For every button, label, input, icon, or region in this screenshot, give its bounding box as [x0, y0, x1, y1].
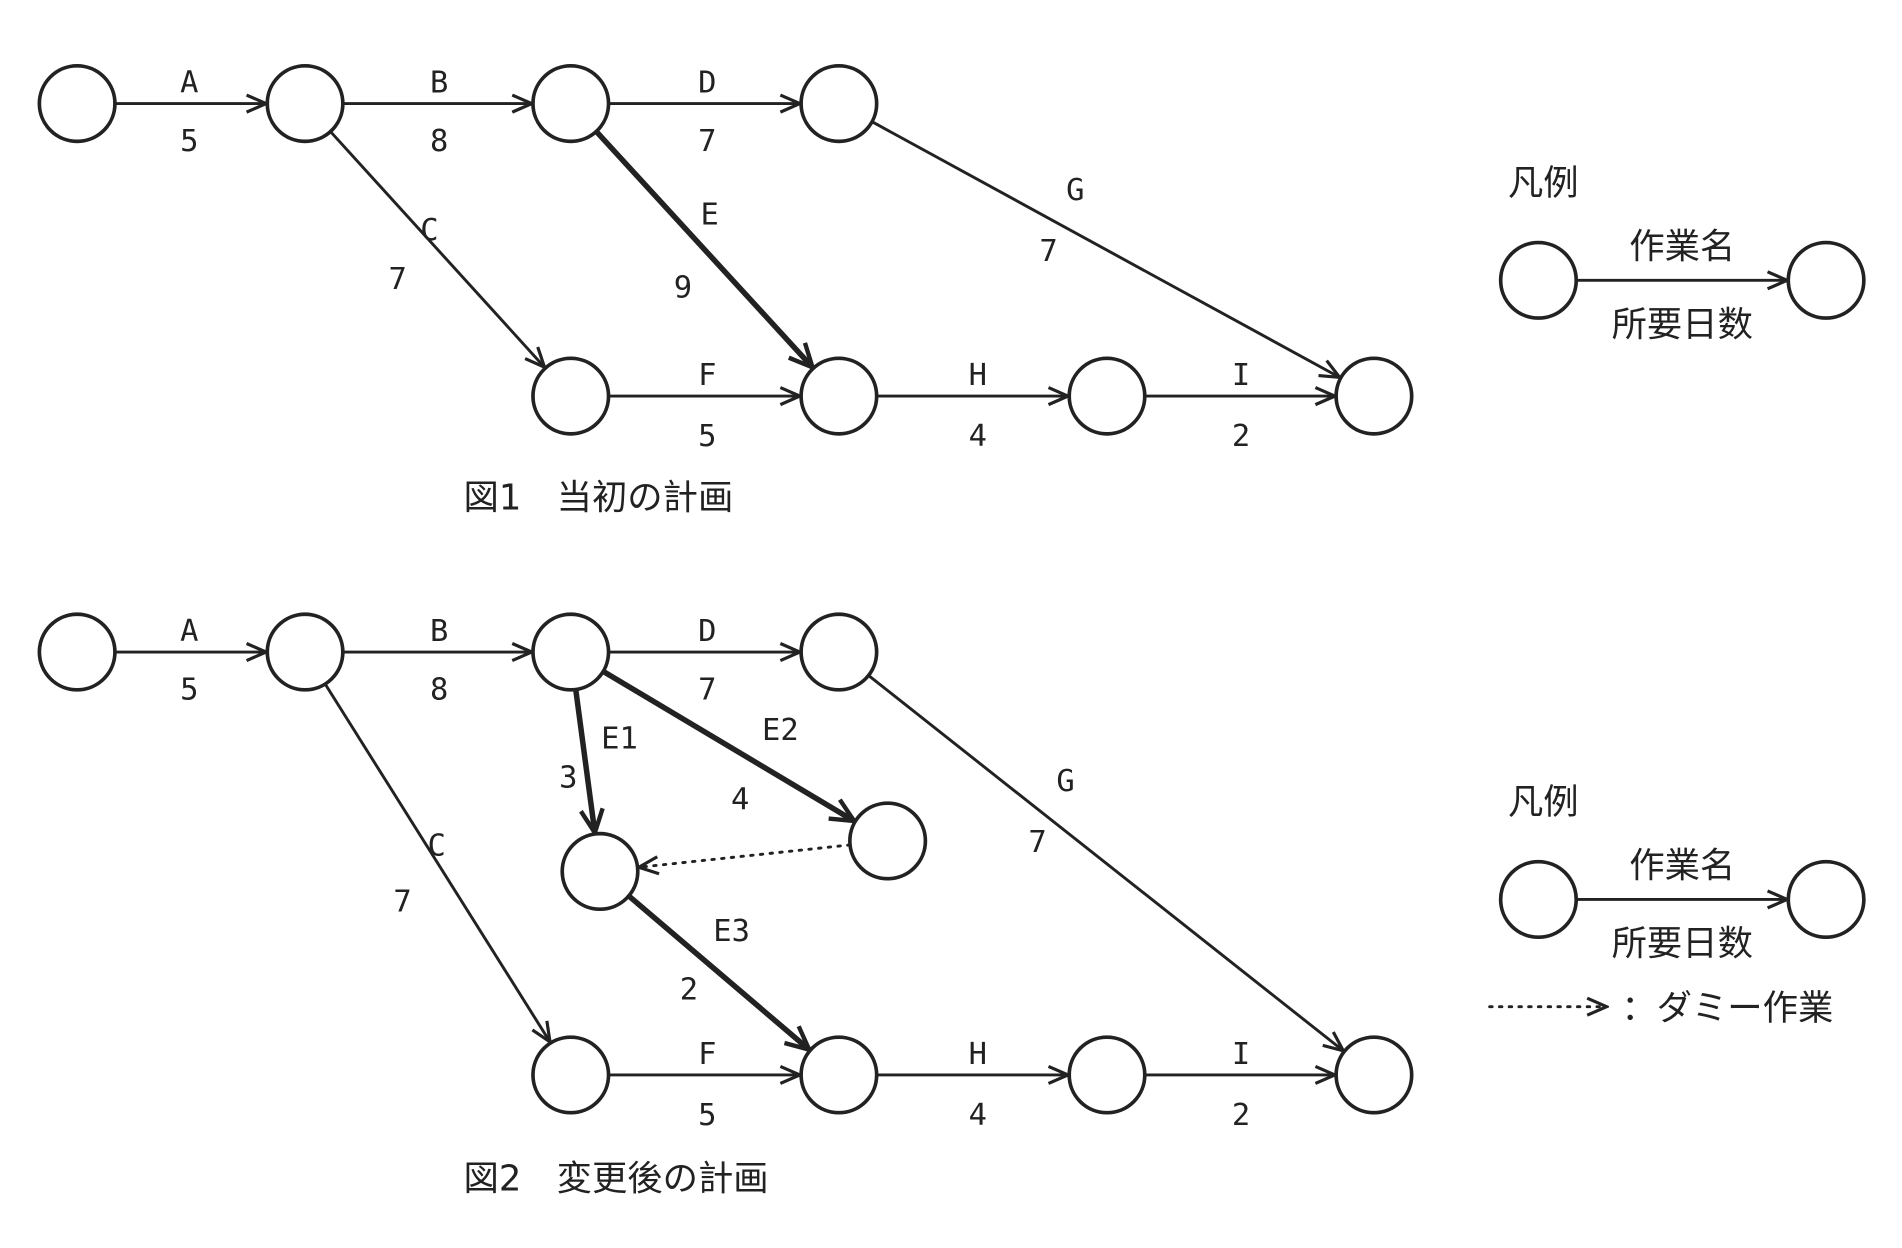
event-node — [531, 1035, 611, 1115]
legend-task-name: 作業名 — [1629, 226, 1735, 267]
activity-name-label: H — [969, 1037, 987, 1072]
activity-duration-label: 2 — [1232, 419, 1250, 454]
activity-name-label: C — [420, 213, 438, 248]
event-node — [560, 831, 640, 912]
activity-arrow-c — [329, 130, 544, 368]
legend-title: 凡例 — [1508, 782, 1579, 823]
activity-name-label: E1 — [601, 721, 638, 756]
event-node — [799, 356, 879, 436]
activity-name-label: D — [698, 614, 716, 649]
legend-node — [1786, 240, 1866, 320]
activity-duration-label: 4 — [731, 782, 749, 817]
activity-arrow-e — [594, 129, 812, 367]
activity-duration-label: 7 — [1039, 234, 1057, 269]
activity-name-label: A — [180, 66, 198, 101]
activity-name-label: I — [1232, 358, 1250, 393]
activity-arrow-e2 — [601, 669, 854, 821]
activity-arrow-g — [867, 674, 1344, 1050]
activity-duration-label: 8 — [430, 124, 448, 159]
activity-duration-label: 7 — [698, 124, 716, 159]
legend-dummy-label: ：ダミー作業 — [1621, 988, 1833, 1029]
activity-name-label: G — [1056, 764, 1074, 799]
activity-name-label: H — [969, 358, 987, 393]
activity-duration-label: 7 — [1028, 825, 1046, 860]
activity-duration-label: 5 — [180, 673, 198, 708]
activity-name-label: G — [1066, 173, 1084, 208]
event-node — [531, 63, 611, 144]
event-node — [1067, 1035, 1147, 1115]
activity-duration-label: 7 — [393, 885, 411, 920]
activity-duration-label: 4 — [969, 1098, 987, 1133]
activity-name-label: E2 — [762, 713, 799, 748]
event-node — [1334, 356, 1414, 436]
legend-title: 凡例 — [1508, 163, 1579, 204]
activity-duration-label: 2 — [1232, 1098, 1250, 1133]
figure-1-caption: 図1 当初の計画 — [464, 477, 734, 518]
activity-name-label: F — [698, 1037, 716, 1072]
activity-name-label: A — [180, 614, 198, 649]
legend-node — [1786, 859, 1866, 940]
event-node — [265, 63, 345, 144]
activity-name-label: E — [701, 197, 719, 232]
event-node — [1334, 1035, 1414, 1115]
event-node — [799, 63, 879, 144]
event-node — [1067, 356, 1147, 436]
figure-2-caption: 図2 変更後の計画 — [464, 1159, 769, 1200]
legend-duration: 所要日数 — [1612, 304, 1753, 345]
legend-task-name: 作業名 — [1629, 846, 1735, 887]
event-node — [37, 612, 117, 692]
activity-name-label: B — [430, 614, 448, 649]
activity-duration-label: 5 — [698, 419, 716, 454]
event-node — [799, 612, 879, 692]
activity-name-label: I — [1232, 1037, 1250, 1072]
activity-name-label: E3 — [713, 914, 750, 949]
legend-node — [1498, 859, 1579, 940]
activity-arrow-e1 — [573, 689, 595, 832]
activity-duration-label: 5 — [698, 1098, 716, 1133]
activity-duration-label: 3 — [559, 760, 577, 795]
event-node — [799, 1035, 879, 1115]
activity-name-label: F — [698, 358, 716, 393]
activity-arrow-g — [871, 120, 1340, 378]
event-node — [531, 612, 611, 692]
activity-duration-label: 2 — [680, 972, 698, 1007]
activity-duration-label: 4 — [969, 419, 987, 454]
event-node — [848, 801, 928, 881]
activity-duration-label: 7 — [389, 262, 407, 297]
dummy-activity-arrow — [639, 843, 852, 867]
activity-arrow-c — [323, 683, 550, 1042]
event-node — [37, 63, 117, 144]
activity-duration-label: 9 — [674, 270, 692, 305]
activity-arrow-e3 — [626, 893, 809, 1050]
activity-duration-label: 5 — [180, 124, 198, 159]
legend-node — [1498, 240, 1579, 320]
activity-duration-label: 8 — [430, 673, 448, 708]
activity-name-label: D — [698, 66, 716, 101]
event-node — [531, 356, 611, 436]
activity-duration-label: 7 — [698, 673, 716, 708]
event-node — [265, 612, 345, 692]
activity-name-label: B — [430, 66, 448, 101]
activity-name-label: C — [428, 829, 446, 864]
legend-duration: 所要日数 — [1612, 924, 1753, 965]
